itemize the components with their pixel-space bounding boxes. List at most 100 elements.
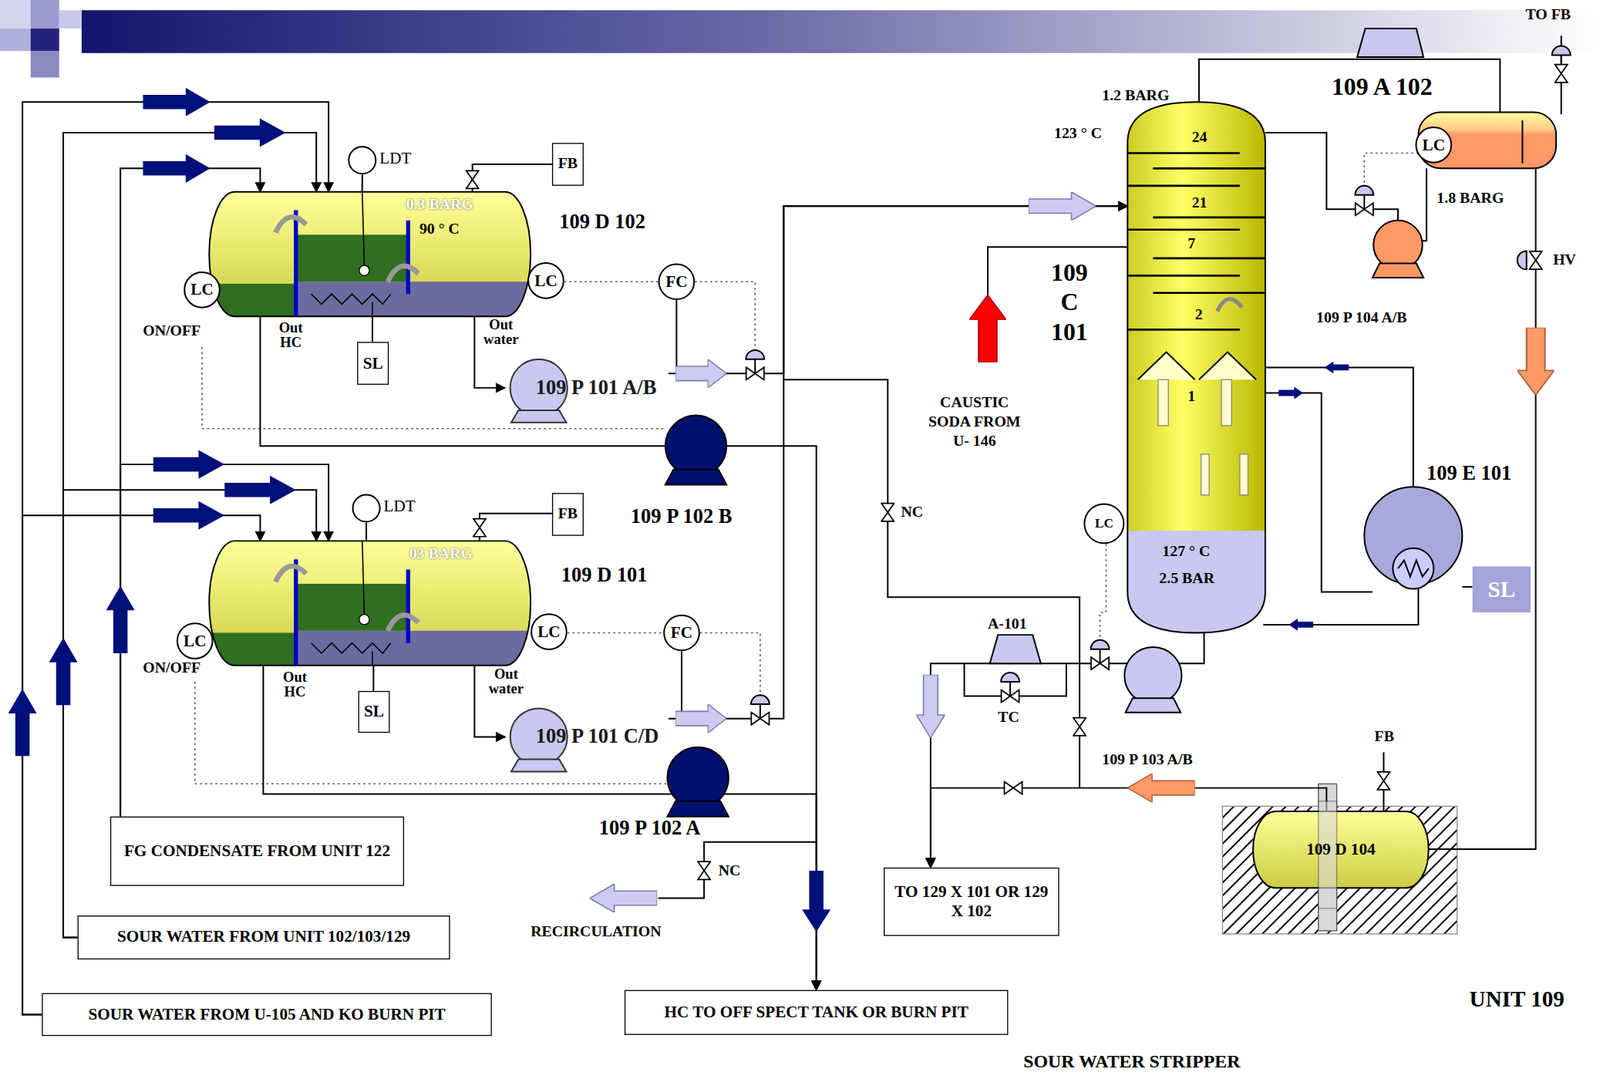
source-box: FG CONDENSATE FROM UNIT 122	[110, 816, 405, 886]
node-text: TO 129 X 101 OR 129 X 102	[889, 882, 1055, 921]
drawing-line	[362, 540, 365, 614]
node-text: FC	[670, 623, 693, 642]
drawing-use	[466, 170, 479, 189]
drawing-polygon	[1125, 697, 1181, 713]
node-text: 109 P 101 A/B	[535, 375, 657, 399]
drawing-rect	[1127, 530, 1266, 654]
node-text: SL	[363, 353, 384, 373]
drawing-path	[1000, 672, 1020, 682]
drawing-rect	[1221, 379, 1232, 426]
drawing-use	[1324, 360, 1350, 374]
node-text: LC	[1422, 135, 1446, 155]
drawing-path	[745, 350, 765, 360]
node-text: LDT	[384, 496, 416, 516]
drawing-rect	[1201, 454, 1210, 496]
drawing-use	[153, 501, 226, 530]
label: NC	[901, 502, 924, 521]
drawing-g	[208, 234, 541, 324]
drawing-use	[746, 367, 765, 380]
drawing-use	[1555, 64, 1568, 83]
process-line	[472, 164, 553, 192]
drawing-line	[406, 569, 411, 643]
drawing-polyline	[658, 842, 817, 899]
label: A-101	[987, 615, 1028, 634]
destination-box: HC TO OFF SPECT TANK OR BURN PIT	[624, 990, 1009, 1035]
drawing-circle	[1124, 646, 1182, 704]
drawing-use	[1355, 202, 1374, 216]
process-line	[120, 464, 329, 817]
drawing-polyline	[1265, 367, 1414, 487]
node-text: SL	[363, 702, 384, 721]
process-line	[668, 205, 1129, 374]
drawing-use	[881, 503, 894, 522]
drawing-use	[589, 883, 657, 913]
drawing-use	[1073, 717, 1086, 736]
node-text: LDT	[379, 148, 411, 168]
drawing-use	[1091, 656, 1109, 670]
drawing-line	[1127, 328, 1240, 331]
drawing-polyline	[694, 281, 755, 358]
node-text: 0.3 BARG	[406, 195, 474, 214]
separator-vessel-outline	[208, 192, 531, 317]
node-text: LC	[534, 271, 557, 290]
drawing-circle	[1364, 486, 1462, 585]
drawing-line	[1152, 256, 1266, 260]
drawing-g	[1127, 327, 1554, 802]
drawing-use	[675, 704, 727, 733]
drawing-circle	[1373, 220, 1423, 270]
label: 109 C 101	[1042, 258, 1096, 347]
drawing-polyline	[1199, 59, 1500, 115]
drawing-use	[224, 475, 297, 505]
drawing-line	[1560, 54, 1563, 64]
node-text: SOUR WATER FROM UNIT 102/103/129	[117, 927, 411, 947]
drawing-rect	[30, 50, 60, 78]
drawing-use	[969, 294, 1007, 362]
node-text: 109 D 104	[1306, 840, 1375, 859]
drawing-polygon	[1372, 262, 1424, 278]
drawing-line	[293, 210, 298, 317]
drawing-use	[153, 450, 226, 479]
drawing-polyline	[1199, 352, 1257, 381]
drawing-polyline	[1138, 352, 1196, 381]
drawing-path	[1127, 101, 1266, 633]
instrument-circle: LC	[530, 613, 568, 651]
drawing-circle	[531, 613, 567, 650]
label: TO FB	[1525, 6, 1571, 24]
destination-box: TO 129 X 101 OR 129 X 102	[883, 867, 1060, 937]
drawing-g	[362, 35, 1562, 898]
drawing-use	[1517, 327, 1555, 395]
drawing-line	[1152, 216, 1266, 219]
node-text: 90 ° C	[419, 220, 460, 239]
drawing-use	[1001, 689, 1020, 702]
drawing-circle	[1392, 548, 1434, 590]
level-transmitter: LDT	[352, 493, 381, 523]
label: 21	[1192, 193, 1208, 212]
drawing-line	[1099, 649, 1102, 664]
label: TC	[997, 707, 1020, 726]
node-text: FB	[558, 505, 578, 524]
drawing-use	[49, 637, 78, 705]
drawing-path	[1517, 251, 1527, 270]
label: 24	[1192, 128, 1208, 147]
process-line	[479, 513, 553, 542]
diagram-title: SOUR WATER STRIPPER	[1023, 1050, 1240, 1072]
label: 109 P 102 B	[630, 504, 733, 528]
drawing-path	[387, 266, 419, 282]
drawing-rect	[30, 0, 60, 29]
drawing-line	[754, 359, 756, 374]
node-text: HC TO OFF SPECT TANK OR BURN PIT	[663, 1003, 968, 1022]
drawing-line	[293, 559, 298, 666]
drawing-line	[1521, 120, 1523, 164]
drawing-use	[697, 861, 711, 880]
node-text: LC	[190, 280, 213, 300]
label: ON/OFF	[142, 322, 201, 341]
node-text: LC	[183, 631, 206, 651]
drawing-line	[362, 192, 365, 266]
drawing-polyline	[964, 663, 1067, 696]
drawing-circle	[659, 263, 695, 300]
drain-vessel: 109 D 104	[1253, 811, 1429, 888]
drawing-polygon	[1357, 28, 1424, 58]
drawing-g	[665, 28, 1571, 817]
drawing-polygon	[990, 634, 1041, 664]
